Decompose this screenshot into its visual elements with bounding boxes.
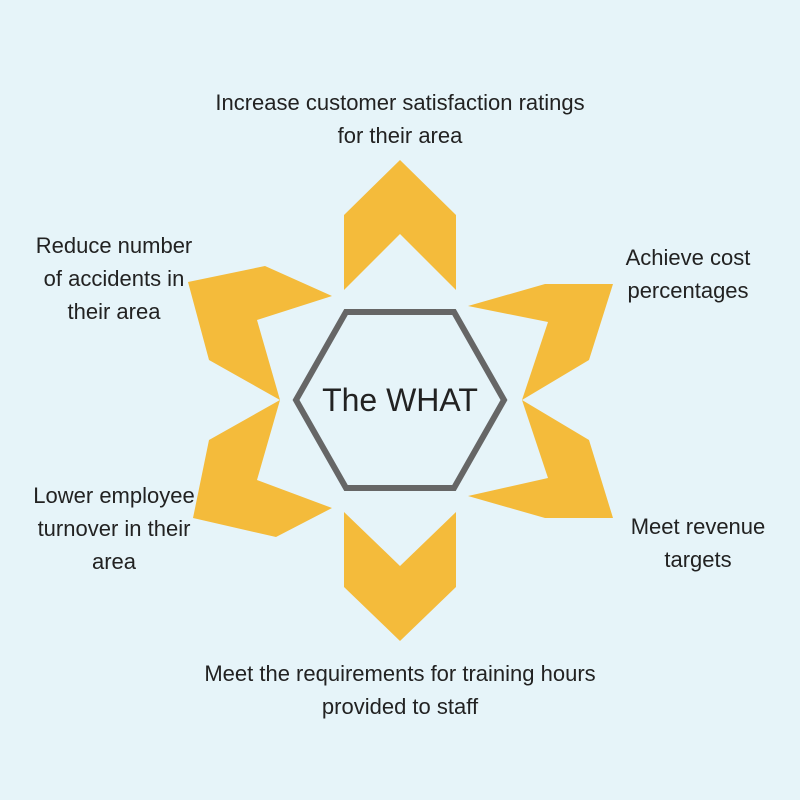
arrow-bottom: [344, 512, 456, 641]
goal-label-line: their area: [67, 299, 161, 324]
center-hexagon: [292, 309, 508, 491]
goal-label-line: Reduce number: [35, 233, 193, 258]
arrow-top: [344, 160, 456, 290]
goal-label-line: provided to staff: [321, 694, 479, 719]
goal-label-cost-percentages: Achieve cost percentages: [588, 241, 788, 307]
goal-label-line: Increase customer satisfaction ratings: [215, 90, 585, 115]
goal-label-accidents: Reduce number of accidents in their area: [4, 229, 224, 328]
goal-label-line: Lower employee: [33, 483, 195, 508]
arrow-bottom-left: [193, 400, 332, 537]
center-label: The WHAT: [322, 382, 478, 418]
goal-label-line: Meet the requirements for training hours: [204, 661, 596, 686]
goal-label-line: of accidents in: [43, 266, 185, 291]
goal-label-line: area: [91, 549, 137, 574]
goal-label-line: for their area: [337, 123, 463, 148]
goal-label-revenue-targets: Meet revenue targets: [598, 510, 798, 576]
goal-label-line: turnover in their: [37, 516, 191, 541]
goal-label-line: Achieve cost: [625, 245, 751, 270]
goal-label-line: targets: [664, 547, 732, 572]
goal-label-training-hours: Meet the requirements for training hours…: [150, 657, 650, 723]
goal-label-line: Meet revenue: [630, 514, 766, 539]
goal-label-employee-turnover: Lower employee turnover in their area: [4, 479, 224, 578]
goal-label-customer-satisfaction: Increase customer satisfaction ratings f…: [170, 86, 630, 152]
arrow-top-right: [468, 284, 613, 400]
arrow-top-left: [188, 266, 332, 400]
goal-label-line: percentages: [627, 278, 749, 303]
arrow-bottom-right: [468, 400, 613, 518]
